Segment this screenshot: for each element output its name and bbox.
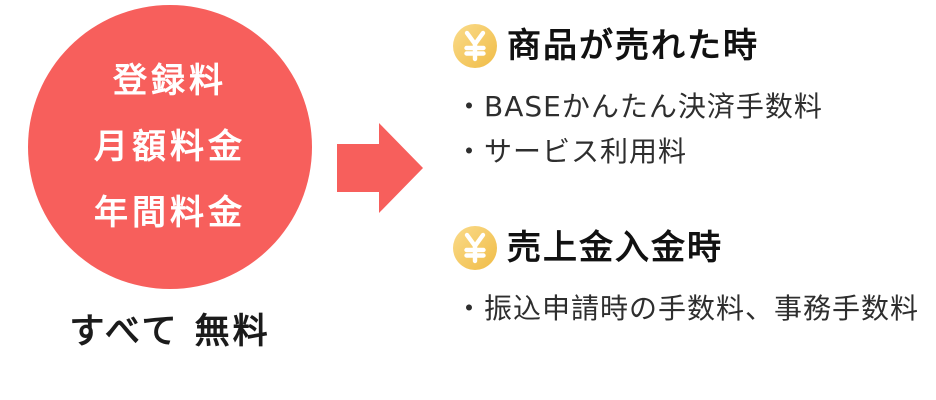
section-when-product-sold-list: ・BASEかんたん決済手数料 ・サービス利用料 [455, 84, 823, 174]
section-sales-deposit-title: 売上金入金時 [507, 228, 723, 268]
section-when-product-sold-title: 商品が売れた時 [507, 26, 759, 66]
bullet-transfer-request-fee: ・振込申請時の手数料、事務手数料 [455, 292, 920, 325]
circle-line-registration-fee: 登録料 [113, 61, 227, 101]
section-when-product-sold: 商品が売れた時 ・BASEかんたん決済手数料 ・サービス利用料 [453, 24, 823, 174]
section-sales-deposit-list: ・振込申請時の手数料、事務手数料 [455, 286, 919, 331]
all-free-caption: すべて 無料 [69, 312, 271, 352]
yen-coin-icon [453, 226, 497, 270]
section-sales-deposit: 売上金入金時 ・振込申請時の手数料、事務手数料 [453, 226, 919, 331]
yen-coin-icon [453, 24, 497, 68]
bullet-base-payment-fee: ・BASEかんたん決済手数料 [455, 90, 823, 123]
circle-line-monthly-fee: 月額料金 [94, 127, 246, 167]
free-fees-circle: 登録料 月額料金 年間料金 [28, 5, 312, 289]
bullet-service-usage-fee: ・サービス利用料 [455, 135, 688, 168]
right-arrow-icon [337, 123, 423, 213]
section-when-product-sold-header: 商品が売れた時 [453, 24, 823, 68]
circle-line-annual-fee: 年間料金 [94, 193, 246, 233]
section-sales-deposit-header: 売上金入金時 [453, 226, 919, 270]
